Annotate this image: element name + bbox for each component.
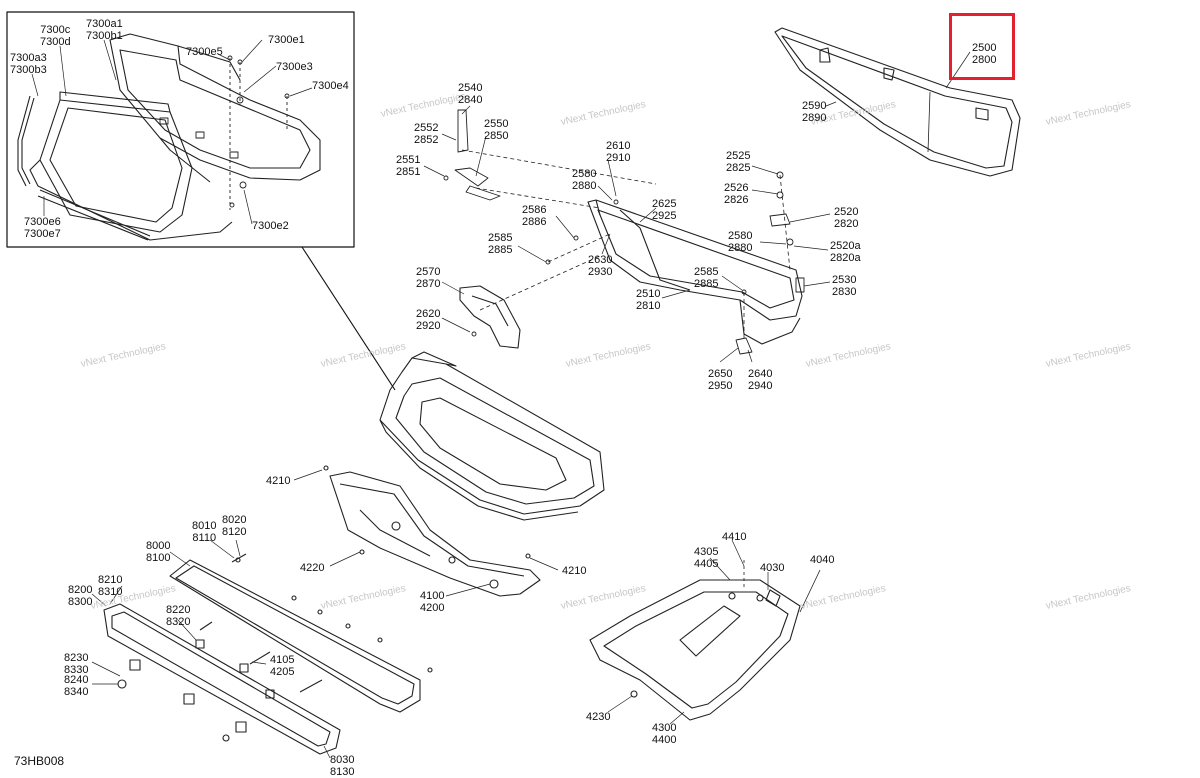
door-panel-2500 xyxy=(774,27,1021,177)
callout-7300e1[interactable]: 7300e1 xyxy=(268,34,305,46)
inset-seal-strips xyxy=(17,95,151,241)
inset-leader xyxy=(301,246,396,391)
dashed-leaders xyxy=(461,149,791,340)
callout-4230[interactable]: 4230 xyxy=(586,711,611,723)
callout-leaders xyxy=(31,39,971,759)
inset-door-panel xyxy=(109,33,321,183)
callout-4040[interactable]: 4040 xyxy=(810,554,835,566)
highlight-box xyxy=(949,13,1015,80)
inset-frame xyxy=(6,11,355,248)
callout-7300e2[interactable]: 7300e2 xyxy=(252,220,289,232)
callout-7300e4[interactable]: 7300e4 xyxy=(312,80,349,92)
skid-plate-4300 xyxy=(589,560,821,721)
callout-4210-upper[interactable]: 4210 xyxy=(266,475,291,487)
callout-4030[interactable]: 4030 xyxy=(760,562,785,574)
bracket-2570 xyxy=(459,285,521,349)
callout-4220[interactable]: 4220 xyxy=(300,562,325,574)
inset-fasteners xyxy=(159,55,290,210)
callout-7300e5[interactable]: 7300e5 xyxy=(186,46,223,58)
diagram-code: 73HB008 xyxy=(14,754,65,768)
frame-hardware xyxy=(443,109,805,355)
rocker-rail-8200 xyxy=(103,603,341,755)
rocker-panel-8000 xyxy=(169,553,433,713)
callout-7300e3[interactable]: 7300e3 xyxy=(276,61,313,73)
assembled-door xyxy=(379,351,605,521)
callout-4210-lower[interactable]: 4210 xyxy=(562,565,587,577)
skid-plate-4100 xyxy=(323,465,541,597)
callout-4410[interactable]: 4410 xyxy=(722,531,747,543)
door-frame-2510 xyxy=(587,199,803,345)
